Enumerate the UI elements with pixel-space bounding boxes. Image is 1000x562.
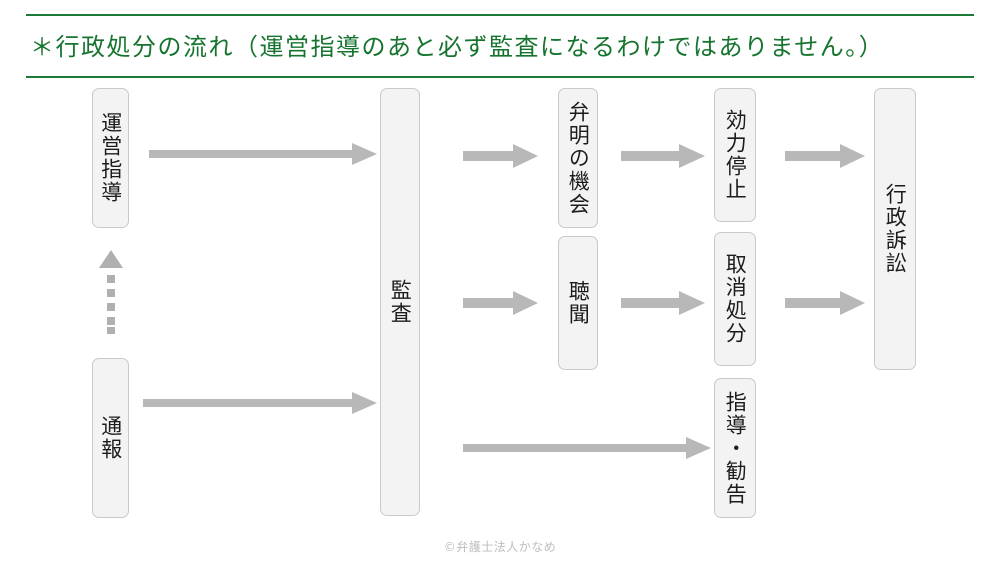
node-label: 運営指導 (98, 112, 123, 204)
edge-kansa-to-benmei-arrow-icon (463, 143, 538, 169)
node-shidou-kankoku: 指導・勧告 (714, 378, 756, 518)
node-label: 聴聞 (566, 280, 591, 326)
header-rule-bottom (26, 76, 974, 78)
edge-tsuhou-to-kansa-arrow-icon (143, 390, 377, 416)
edge-choumon-to-torikeshi-arrow-icon (621, 290, 705, 316)
edge-kansa-to-choumon-arrow-icon (463, 290, 538, 316)
node-label: 指導・勧告 (723, 390, 748, 506)
node-torikeshi-shobun: 取消処分 (714, 232, 756, 366)
node-kouryoku-teishi: 効力停止 (714, 88, 756, 222)
edge-unei-shidou-to-kansa-arrow-icon (149, 141, 377, 167)
node-gyousei-soshou: 行政訴訟 (874, 88, 916, 370)
node-label: 監査 (388, 279, 413, 325)
node-kansa: 監査 (380, 88, 420, 516)
edge-benmei-to-kouryoku-arrow-icon (621, 143, 705, 169)
node-label: 効力停止 (723, 109, 748, 201)
node-benmei-no-kikai: 弁明の機会 (558, 88, 598, 228)
edge-kansa-to-shidou-kankoku-arrow-icon (463, 435, 711, 461)
node-label: 通報 (98, 415, 123, 461)
node-unei-shidou: 運営指導 (92, 88, 129, 228)
edge-kouryoku-to-gyousei-soshou-arrow-icon (785, 143, 865, 169)
footer-credit: ©弁護士法人かなめ (443, 540, 557, 554)
node-tsuhou: 通報 (92, 358, 129, 518)
node-label: 行政訴訟 (883, 183, 908, 275)
header-rule-top (26, 14, 974, 16)
edge-torikeshi-to-gyousei-soshou-arrow-icon (785, 290, 865, 316)
node-choumon: 聴聞 (558, 236, 598, 370)
edge-tsuhou-to-unei-shidou-dotted-arrow-icon (96, 248, 126, 334)
page-title: ＊行政処分の流れ（運営指導のあと必ず監査になるわけではありません。） (30, 33, 885, 61)
node-label: 弁明の機会 (566, 100, 591, 216)
node-label: 取消処分 (723, 253, 748, 345)
